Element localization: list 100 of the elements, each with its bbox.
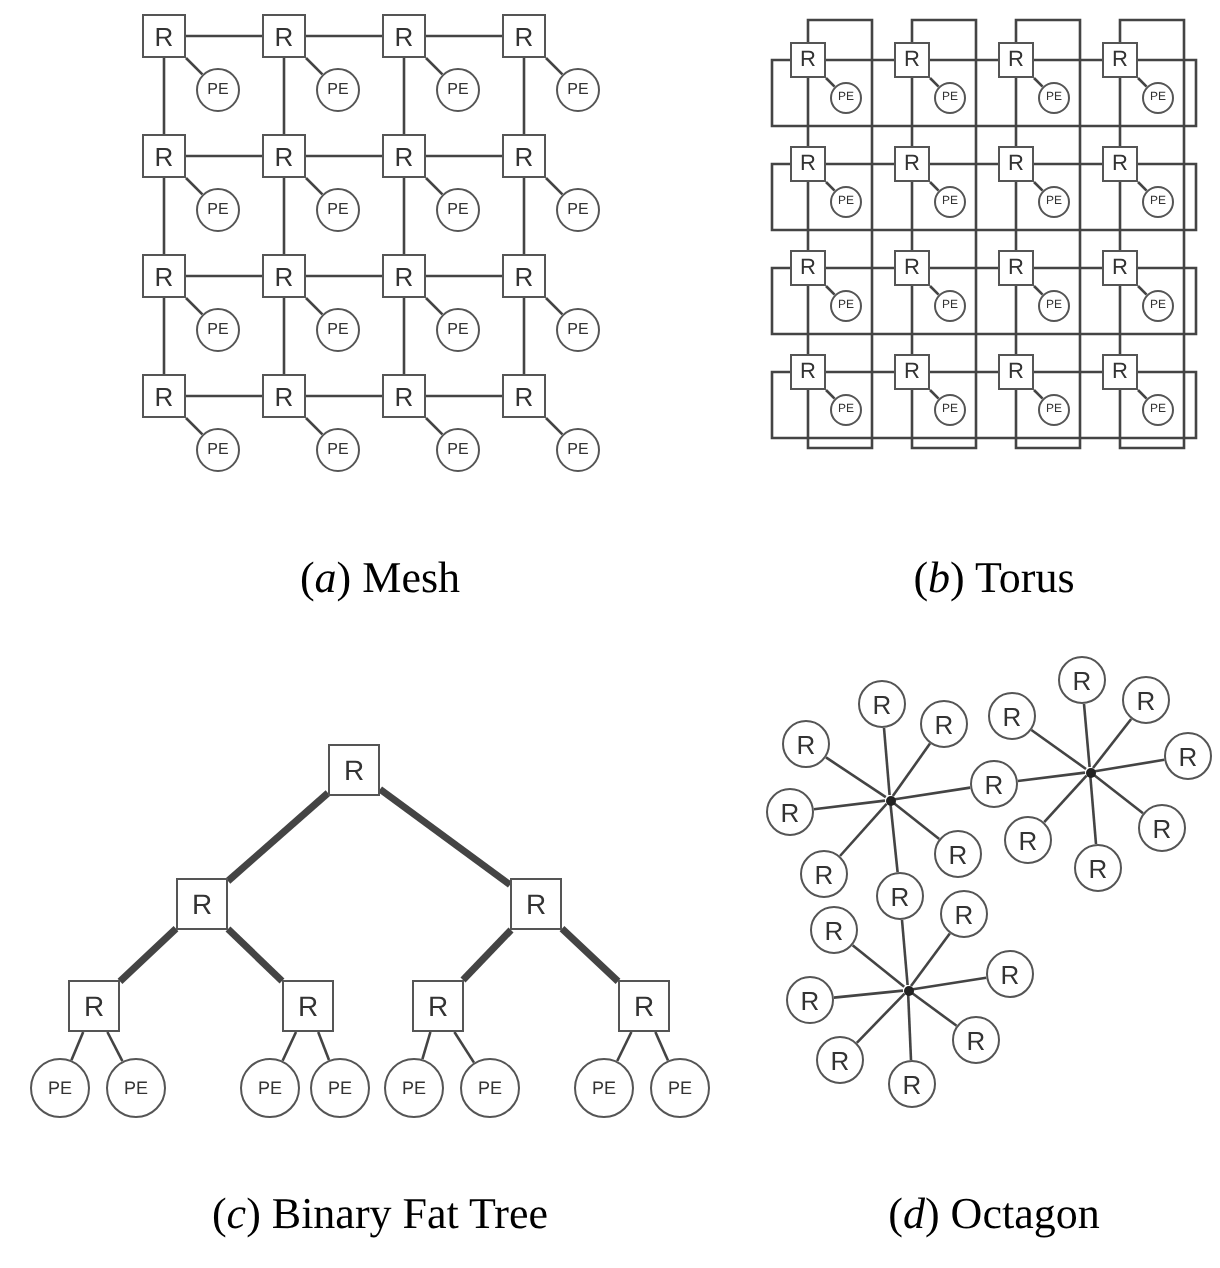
link-line bbox=[654, 1031, 670, 1062]
link-line bbox=[855, 992, 906, 1044]
router-box: R bbox=[382, 254, 426, 298]
router-box: R bbox=[262, 14, 306, 58]
router-box: R bbox=[282, 980, 334, 1032]
link-line bbox=[826, 370, 894, 374]
router-box: R bbox=[382, 14, 426, 58]
processing-element-circle: PE bbox=[436, 68, 480, 112]
link-line bbox=[825, 756, 887, 799]
processing-element-circle: PE bbox=[106, 1058, 166, 1118]
link-line bbox=[559, 926, 621, 984]
link-line bbox=[1091, 718, 1133, 769]
wrap-around-link bbox=[806, 18, 874, 450]
link-line bbox=[305, 57, 324, 76]
router-box: R bbox=[142, 374, 186, 418]
router-circle: R bbox=[782, 720, 830, 768]
processing-element-circle: PE bbox=[384, 1058, 444, 1118]
router-circle: R bbox=[934, 830, 982, 878]
link-line bbox=[1082, 703, 1091, 768]
router-circle: R bbox=[1138, 804, 1186, 852]
link-line bbox=[317, 1031, 331, 1061]
link-line bbox=[806, 286, 810, 354]
link-line bbox=[186, 394, 262, 398]
link-line bbox=[1089, 776, 1098, 845]
link-line bbox=[282, 298, 286, 374]
router-box: R bbox=[382, 374, 426, 418]
router-circle: R bbox=[920, 700, 968, 748]
router-box: R bbox=[998, 42, 1034, 78]
link-line bbox=[117, 926, 179, 984]
link-line bbox=[851, 944, 905, 988]
link-line bbox=[894, 786, 971, 801]
processing-element-circle: PE bbox=[316, 308, 360, 352]
processing-element-circle: PE bbox=[196, 188, 240, 232]
link-line bbox=[1017, 771, 1086, 783]
link-line bbox=[402, 58, 406, 134]
link-line bbox=[425, 417, 444, 436]
link-line bbox=[545, 57, 564, 76]
link-line bbox=[889, 804, 899, 873]
link-line bbox=[225, 926, 285, 984]
link-line bbox=[813, 799, 886, 811]
link-line bbox=[106, 1031, 124, 1062]
router-circle: R bbox=[876, 872, 924, 920]
link-line bbox=[402, 178, 406, 254]
link-line bbox=[1118, 286, 1122, 354]
router-box: R bbox=[142, 134, 186, 178]
router-box: R bbox=[68, 980, 120, 1032]
link-line bbox=[522, 178, 526, 254]
router-box: R bbox=[998, 354, 1034, 390]
link-line bbox=[826, 162, 894, 166]
link-line bbox=[522, 58, 526, 134]
processing-element-circle: PE bbox=[316, 428, 360, 472]
router-box: R bbox=[176, 878, 228, 930]
router-box: R bbox=[502, 254, 546, 298]
link-line bbox=[906, 994, 913, 1061]
link-line bbox=[185, 57, 204, 76]
processing-element-circle: PE bbox=[436, 428, 480, 472]
link-line bbox=[1118, 182, 1122, 250]
wrap-around-link bbox=[770, 162, 1198, 232]
link-line bbox=[425, 177, 444, 196]
wrap-around-link bbox=[770, 266, 1198, 336]
link-line bbox=[425, 297, 444, 316]
processing-element-circle: PE bbox=[30, 1058, 90, 1118]
link-line bbox=[185, 177, 204, 196]
link-line bbox=[912, 976, 987, 991]
router-circle: R bbox=[816, 1036, 864, 1084]
link-line bbox=[826, 266, 894, 270]
link-line bbox=[402, 298, 406, 374]
wrap-around-link bbox=[1014, 18, 1082, 450]
link-line bbox=[282, 58, 286, 134]
link-line bbox=[421, 1031, 432, 1060]
router-box: R bbox=[1102, 250, 1138, 286]
processing-element-circle: PE bbox=[460, 1058, 520, 1118]
router-circle: R bbox=[1058, 656, 1106, 704]
router-box: R bbox=[262, 374, 306, 418]
junction-dot bbox=[1085, 767, 1095, 777]
link-line bbox=[306, 34, 382, 38]
wrap-around-link bbox=[770, 58, 1198, 128]
link-line bbox=[186, 34, 262, 38]
router-circle: R bbox=[786, 976, 834, 1024]
link-line bbox=[1014, 182, 1018, 250]
router-box: R bbox=[510, 878, 562, 930]
router-circle: R bbox=[800, 850, 848, 898]
router-box: R bbox=[894, 354, 930, 390]
link-line bbox=[930, 58, 998, 62]
link-line bbox=[186, 154, 262, 158]
link-line bbox=[839, 802, 888, 857]
router-box: R bbox=[790, 354, 826, 390]
link-line bbox=[806, 78, 810, 146]
processing-element-circle: PE bbox=[556, 308, 600, 352]
processing-element-circle: PE bbox=[556, 428, 600, 472]
link-line bbox=[930, 370, 998, 374]
processing-element-circle: PE bbox=[650, 1058, 710, 1118]
link-line bbox=[806, 182, 810, 250]
junction-dot bbox=[903, 985, 913, 995]
link-line bbox=[893, 802, 940, 840]
router-box: R bbox=[894, 42, 930, 78]
router-circle: R bbox=[986, 950, 1034, 998]
link-line bbox=[1034, 370, 1102, 374]
link-line bbox=[1094, 758, 1165, 773]
router-box: R bbox=[142, 14, 186, 58]
